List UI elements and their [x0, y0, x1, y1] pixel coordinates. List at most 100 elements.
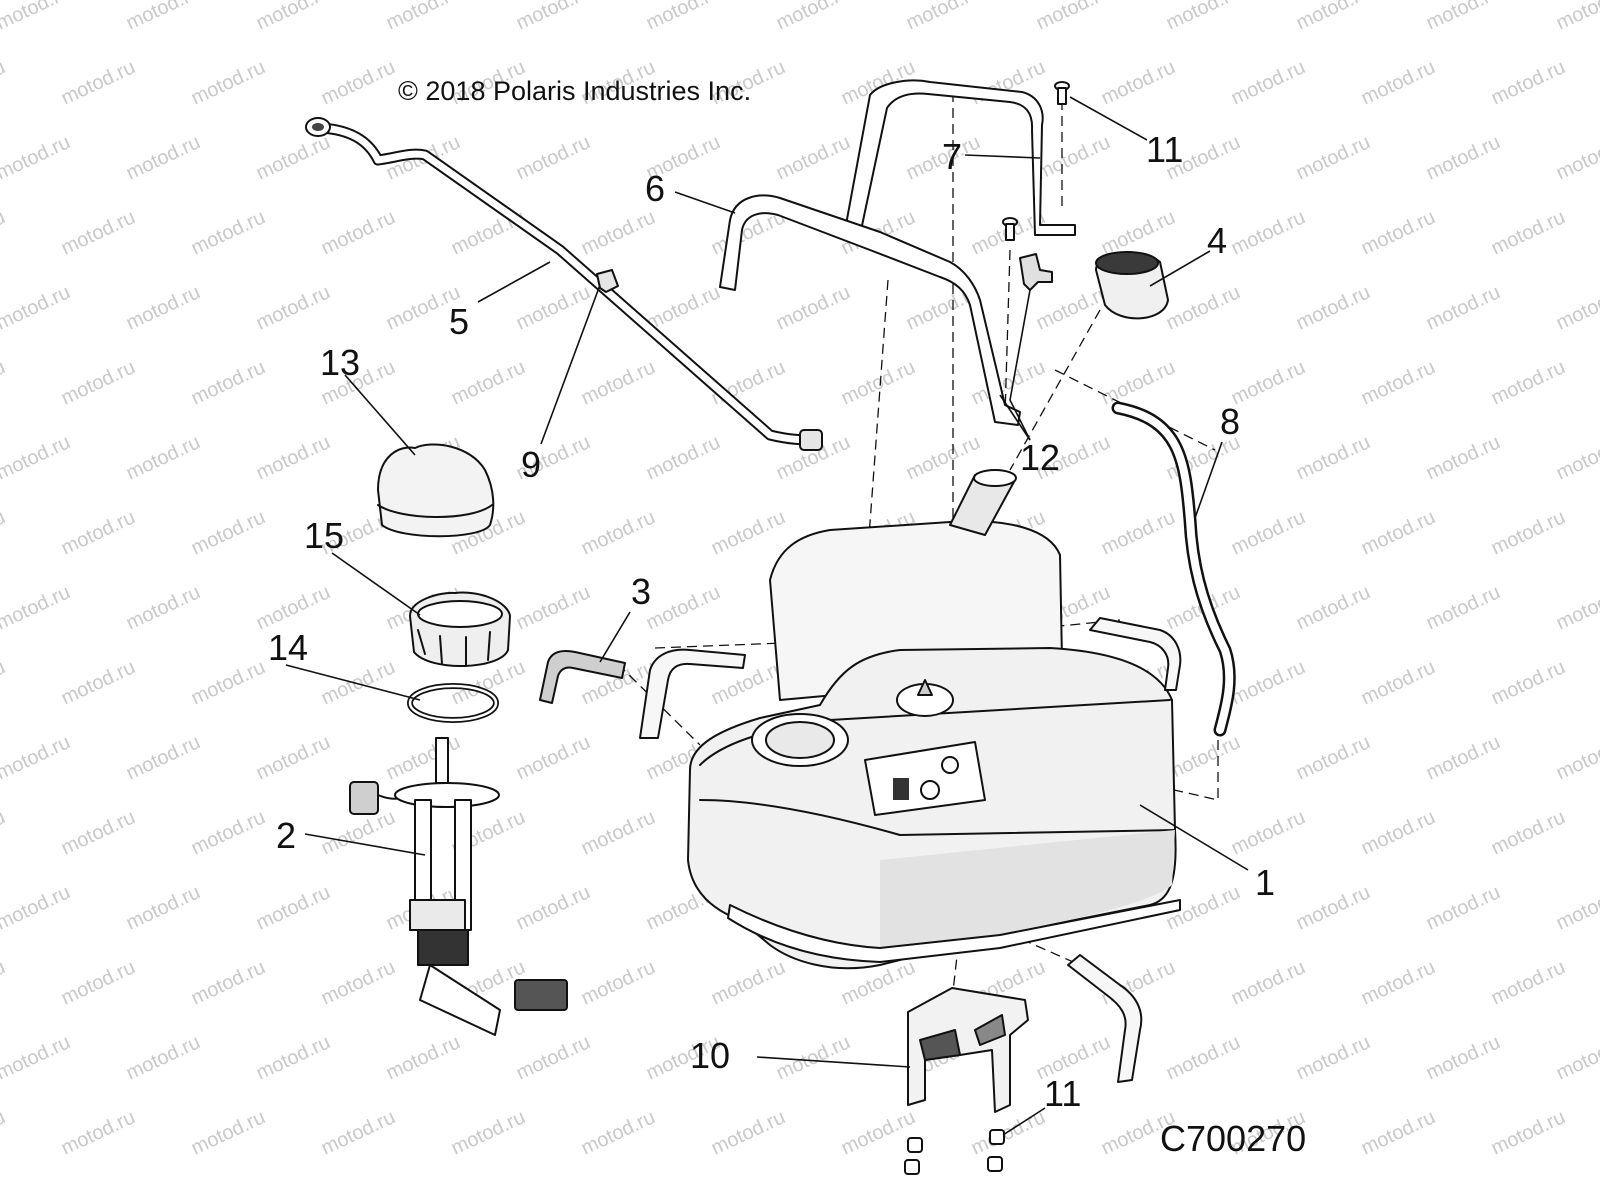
watermark-text: motod.ru: [318, 956, 399, 1009]
watermark-text: motod.ru: [188, 506, 269, 559]
callout-13: 13: [320, 342, 360, 383]
watermark-text: motod.ru: [1228, 506, 1309, 559]
tank-straps: [639, 617, 1182, 1083]
watermark-text: motod.ru: [1358, 956, 1439, 1009]
copyright-text: © 2018 Polaris Industries Inc.: [398, 76, 751, 106]
watermark-text: motod.ru: [0, 131, 74, 184]
watermark-text: motod.ru: [1163, 0, 1244, 35]
watermark-text: motod.ru: [708, 956, 789, 1009]
watermark-text: motod.ru: [513, 131, 594, 184]
watermark-text: motod.ru: [968, 356, 1049, 409]
watermark-text: motod.ru: [578, 1106, 659, 1159]
watermark-text: motod.ru: [1293, 131, 1374, 184]
watermark-text: motod.ru: [1033, 0, 1114, 35]
watermark-text: motod.ru: [1228, 806, 1309, 859]
watermark-text: motod.ru: [1358, 506, 1439, 559]
watermark-text: motod.ru: [1423, 581, 1504, 634]
watermark-text: motod.ru: [1423, 731, 1504, 784]
callout-12: 12: [1020, 437, 1060, 478]
watermark-text: motod.ru: [123, 731, 204, 784]
watermark-text: motod.ru: [1488, 656, 1569, 709]
watermark-text: motod.ru: [1488, 806, 1569, 859]
watermark-text: motod.ru: [1553, 131, 1600, 184]
gasket-part-14: [407, 683, 499, 723]
watermark-text: motod.ru: [578, 956, 659, 1009]
watermark-text: motod.ru: [253, 731, 334, 784]
watermark-text: motod.ru: [513, 281, 594, 334]
watermark-text: motod.ru: [0, 356, 9, 409]
screw-fitting-part-12: [1002, 217, 1053, 291]
watermark-text: motod.ru: [0, 0, 74, 35]
watermark-text: motod.ru: [1488, 1106, 1569, 1159]
watermark-text: motod.ru: [58, 56, 139, 109]
watermark-text: motod.ru: [188, 56, 269, 109]
fitting-part-9: [596, 269, 619, 293]
callout-1: 1: [1255, 862, 1275, 903]
watermark-text: motod.ru: [578, 206, 659, 259]
watermark-text: motod.ru: [1553, 0, 1600, 35]
watermark-text: motod.ru: [773, 1031, 854, 1084]
watermark-text: motod.ru: [1423, 881, 1504, 934]
watermark-text: motod.ru: [1098, 206, 1179, 259]
cover-part-13: [377, 443, 495, 538]
watermark-text: motod.ru: [838, 356, 919, 409]
callout-5: 5: [449, 301, 469, 342]
watermark-text: motod.ru: [0, 881, 74, 934]
watermark-text: motod.ru: [1293, 431, 1374, 484]
watermark-text: motod.ru: [1228, 56, 1309, 109]
vent-hose-part-5: [305, 117, 823, 451]
watermark-text: motod.ru: [578, 806, 659, 859]
watermark-text: motod.ru: [513, 1031, 594, 1084]
strap-part-7: [844, 79, 1076, 236]
bracket-part-10: [907, 987, 1029, 1113]
watermark-text: motod.ru: [123, 431, 204, 484]
watermark-text: motod.ru: [838, 1106, 919, 1159]
watermark-text: motod.ru: [1228, 656, 1309, 709]
watermark-text: motod.ru: [188, 656, 269, 709]
watermark-text: motod.ru: [1423, 431, 1504, 484]
watermark-text: motod.ru: [578, 506, 659, 559]
leader-lines: [285, 96, 1249, 1136]
watermark-text: motod.ru: [1098, 356, 1179, 409]
watermark-text: motod.ru: [123, 881, 204, 934]
watermark-text: motod.ru: [1553, 1031, 1600, 1084]
callout-14: 14: [268, 627, 308, 668]
watermark-text: motod.ru: [253, 131, 334, 184]
watermark-text: motod.ru: [773, 281, 854, 334]
watermark-text: motod.ru: [1098, 56, 1179, 109]
watermark-text: motod.ru: [0, 731, 74, 784]
watermark-text: motod.ru: [1293, 0, 1374, 35]
watermark-text: motod.ru: [318, 656, 399, 709]
watermark-text: motod.ru: [318, 56, 399, 109]
watermark-text: motod.ru: [1423, 0, 1504, 35]
watermark-text: motod.ru: [708, 1106, 789, 1159]
watermark-text: motod.ru: [1033, 131, 1114, 184]
watermark-text: motod.ru: [513, 581, 594, 634]
watermark-text: motod.ru: [1228, 206, 1309, 259]
watermark-text: motod.ru: [1228, 956, 1309, 1009]
watermark-text: motod.ru: [0, 806, 9, 859]
watermark-text: motod.ru: [1423, 281, 1504, 334]
watermark-text: motod.ru: [318, 1106, 399, 1159]
watermark-text: motod.ru: [0, 1106, 9, 1159]
watermark-text: motod.ru: [253, 881, 334, 934]
watermark-text: motod.ru: [1488, 956, 1569, 1009]
callout-9: 9: [521, 444, 541, 485]
bolt-part-11-top: [1054, 81, 1070, 105]
watermark-text: motod.ru: [448, 1106, 529, 1159]
watermark-text: motod.ru: [708, 506, 789, 559]
strap-part-3: [539, 650, 626, 704]
watermark-text: motod.ru: [1488, 206, 1569, 259]
watermark-text: motod.ru: [1553, 581, 1600, 634]
callout-8: 8: [1220, 401, 1240, 442]
watermark-text: motod.ru: [253, 1031, 334, 1084]
watermark-text: motod.ru: [58, 506, 139, 559]
watermark-text: motod.ru: [0, 506, 9, 559]
watermark-text: motod.ru: [1358, 1106, 1439, 1159]
watermark-text: motod.ru: [1553, 281, 1600, 334]
callout-11-bottom: 11: [1044, 1073, 1081, 1114]
watermark-text: motod.ru: [58, 806, 139, 859]
watermark-text: motod.ru: [123, 281, 204, 334]
watermark-text: motod.ru: [0, 656, 9, 709]
watermark-text: motod.ru: [448, 356, 529, 409]
